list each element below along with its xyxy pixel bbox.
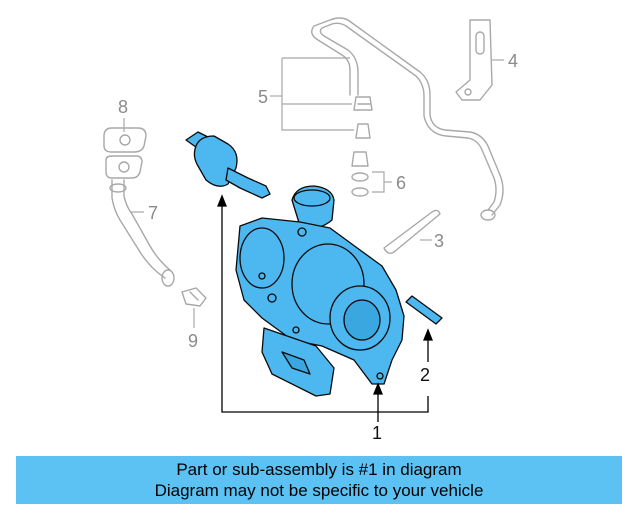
callout-6: 6	[396, 173, 407, 193]
callout-3: 3	[434, 231, 445, 251]
banner-line-2: Diagram may not be specific to your vehi…	[154, 481, 484, 500]
callout-2: 2	[420, 365, 431, 385]
turbocharger-part-1	[185, 131, 405, 397]
callout-7: 7	[148, 203, 159, 223]
banjo-bolt-part-5	[353, 96, 373, 139]
gasket-part-6	[351, 151, 369, 197]
callout-1: 1	[372, 423, 383, 443]
leader-lines	[217, 194, 433, 422]
ghost-leader-lines	[123, 57, 504, 328]
bracket-part-4	[455, 19, 493, 101]
union-bolt-part-9	[181, 287, 207, 307]
callout-4: 4	[508, 51, 519, 71]
callout-5: 5	[258, 87, 269, 107]
gasket-part-8	[103, 127, 147, 179]
stud-part-2	[405, 295, 443, 325]
strap-part-3	[383, 209, 441, 255]
exploded-parts-diagram	[103, 17, 504, 422]
callout-9: 9	[188, 331, 199, 351]
pipe-assembly-part-5	[311, 17, 504, 221]
oil-pipe-part-7	[109, 179, 175, 287]
callout-8: 8	[118, 97, 129, 117]
info-banner: Part or sub-assembly is #1 in diagram Di…	[16, 456, 622, 504]
banner-line-1: Part or sub-assembly is #1 in diagram	[176, 460, 462, 479]
